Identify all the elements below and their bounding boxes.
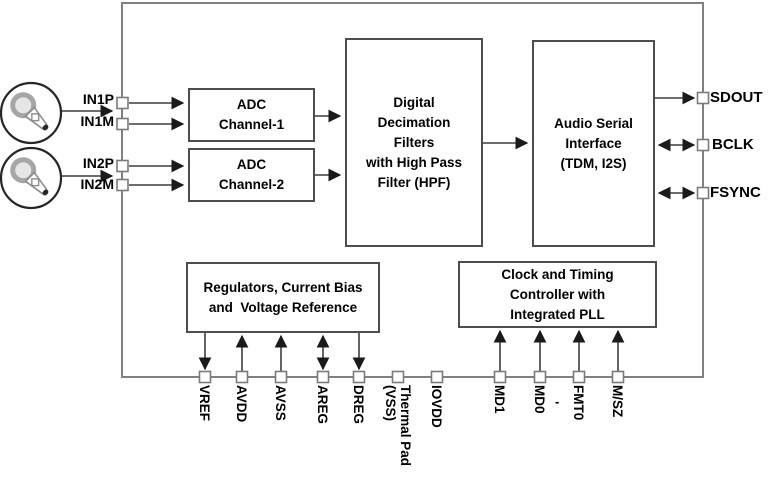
pin-fsync	[696, 186, 710, 200]
pin-in2p	[116, 159, 129, 173]
stray-dash-mark: -	[555, 394, 560, 409]
pin-msz	[611, 370, 625, 384]
pin-fmt0	[572, 370, 586, 384]
pin-label-fmt0: FMT0	[571, 385, 586, 421]
pin-label-in1p: IN1P	[82, 91, 114, 107]
clock-controller-label: Clock and Timing Controller with Integra…	[501, 266, 614, 322]
regulators-block: Regulators, Current Bias and Voltage Ref…	[186, 262, 380, 333]
audio-serial-interface-label: Audio Serial Interface (TDM, I2S)	[554, 115, 633, 171]
microphone-icon	[0, 146, 63, 210]
pin-label-bclk: BCLK	[712, 136, 754, 153]
pin-terminals	[116, 91, 710, 384]
pin-label-areg: AREG	[315, 385, 330, 425]
pin-label-msz: M/SZ	[610, 385, 625, 418]
adc-channel-2-block: ADC Channel-2	[188, 148, 315, 202]
pin-label-avdd: AVDD	[234, 385, 249, 423]
pin-sdout	[696, 91, 710, 105]
pin-md0	[533, 370, 547, 384]
pin-label-fsync: FSYNC	[710, 184, 761, 201]
pin-label-in2m: IN2M	[80, 176, 114, 192]
pin-label-in1m: IN1M	[80, 113, 114, 129]
wires	[61, 91, 696, 371]
pin-label-iovdd: IOVDD	[429, 385, 444, 428]
pin-bclk	[696, 138, 710, 152]
pin-label-md1: MD1	[492, 385, 507, 414]
adc-channel-1-block: ADC Channel-1	[188, 88, 315, 142]
pin-label-thermal-pad: Thermal Pad (VSS)	[383, 385, 413, 467]
regulators-label: Regulators, Current Bias and Voltage Ref…	[203, 279, 363, 315]
pin-label-vref: VREF	[197, 385, 212, 422]
pin-in1m	[116, 117, 129, 131]
pin-label-md0: MD0	[532, 385, 547, 414]
pin-vref	[198, 370, 212, 384]
pin-dreg	[352, 370, 366, 384]
pin-areg	[316, 370, 330, 384]
pin-md1	[493, 370, 507, 384]
pin-label-in2p: IN2P	[82, 155, 114, 171]
clock-controller-block: Clock and Timing Controller with Integra…	[458, 261, 657, 328]
pin-avss	[274, 370, 288, 384]
decimation-filter-block: Digital Decimation Filters with High Pas…	[345, 38, 483, 247]
microphone-icon	[0, 81, 63, 145]
adc-channel-2-label: ADC Channel-2	[218, 157, 285, 192]
pin-label-dreg: DREG	[351, 385, 366, 425]
adc-channel-1-label: ADC Channel-1	[218, 97, 285, 132]
pin-label-sdout: SDOUT	[710, 89, 763, 106]
pin-iovdd	[430, 370, 444, 384]
decimation-filter-label: Digital Decimation Filters with High Pas…	[365, 94, 463, 190]
pin-thermal-pad	[391, 370, 405, 384]
audio-serial-interface-block: Audio Serial Interface (TDM, I2S)	[532, 40, 655, 247]
pin-label-avss: AVSS	[273, 385, 288, 421]
pin-in2m	[116, 178, 129, 192]
pin-avdd	[235, 370, 249, 384]
pin-in1p	[116, 96, 129, 110]
